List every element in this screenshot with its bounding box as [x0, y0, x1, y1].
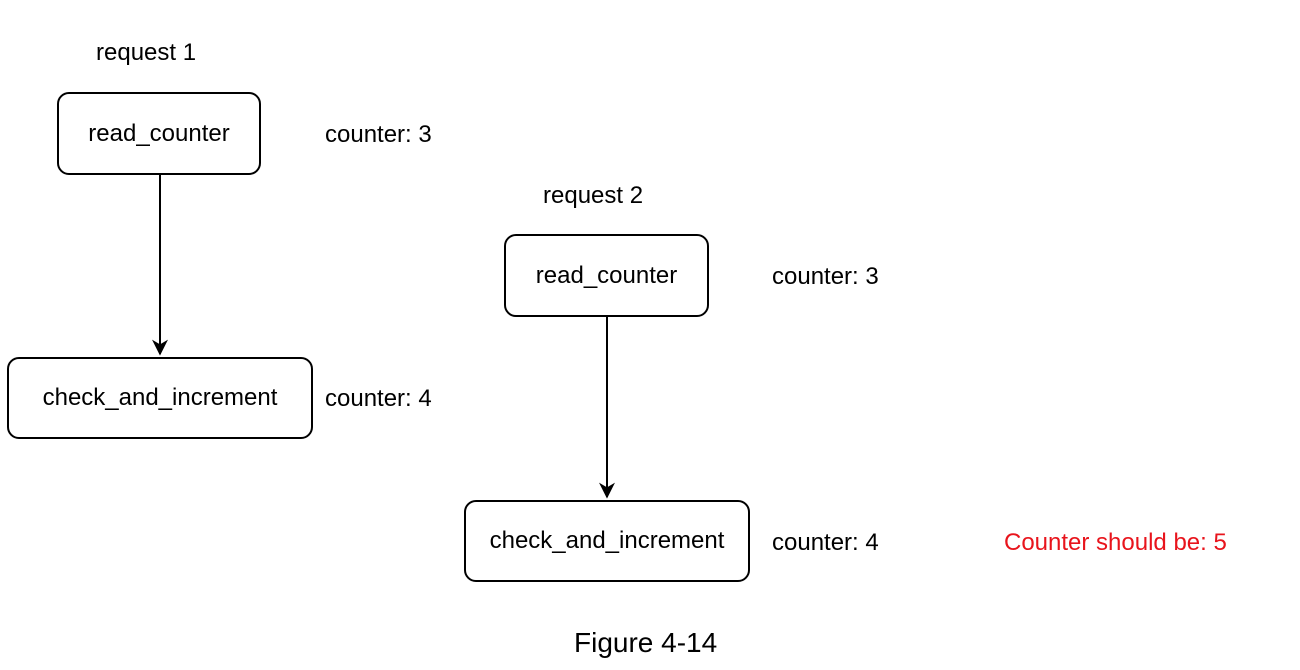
figure-caption: Figure 4-14 [574, 627, 718, 658]
request2-read-counter-node: read_counter [504, 234, 709, 317]
request1-read-counter-label: read_counter [88, 119, 230, 147]
request2-check-and-increment-value: counter: 4 [772, 529, 879, 556]
expected-counter-warning: Counter should be: 5 [1004, 529, 1227, 556]
request1-read-counter-value: counter: 3 [325, 121, 432, 148]
request2-check-and-increment-label: check_and_increment [489, 527, 725, 554]
request2-read-counter-label: read_counter [535, 261, 678, 289]
request1-check-and-increment-value: counter: 4 [325, 385, 432, 412]
request1-read-counter-node: read_counter [57, 92, 261, 175]
request1-check-and-increment-label: check_and_increment [42, 384, 278, 411]
request1-check-and-increment-node: check_and_increment [7, 357, 313, 439]
request2-read-counter-value: counter: 3 [772, 263, 879, 290]
request2-title: request 2 [543, 182, 644, 209]
request1-title: request 1 [96, 39, 197, 66]
request2-check-and-increment-node: check_and_increment [464, 500, 750, 582]
